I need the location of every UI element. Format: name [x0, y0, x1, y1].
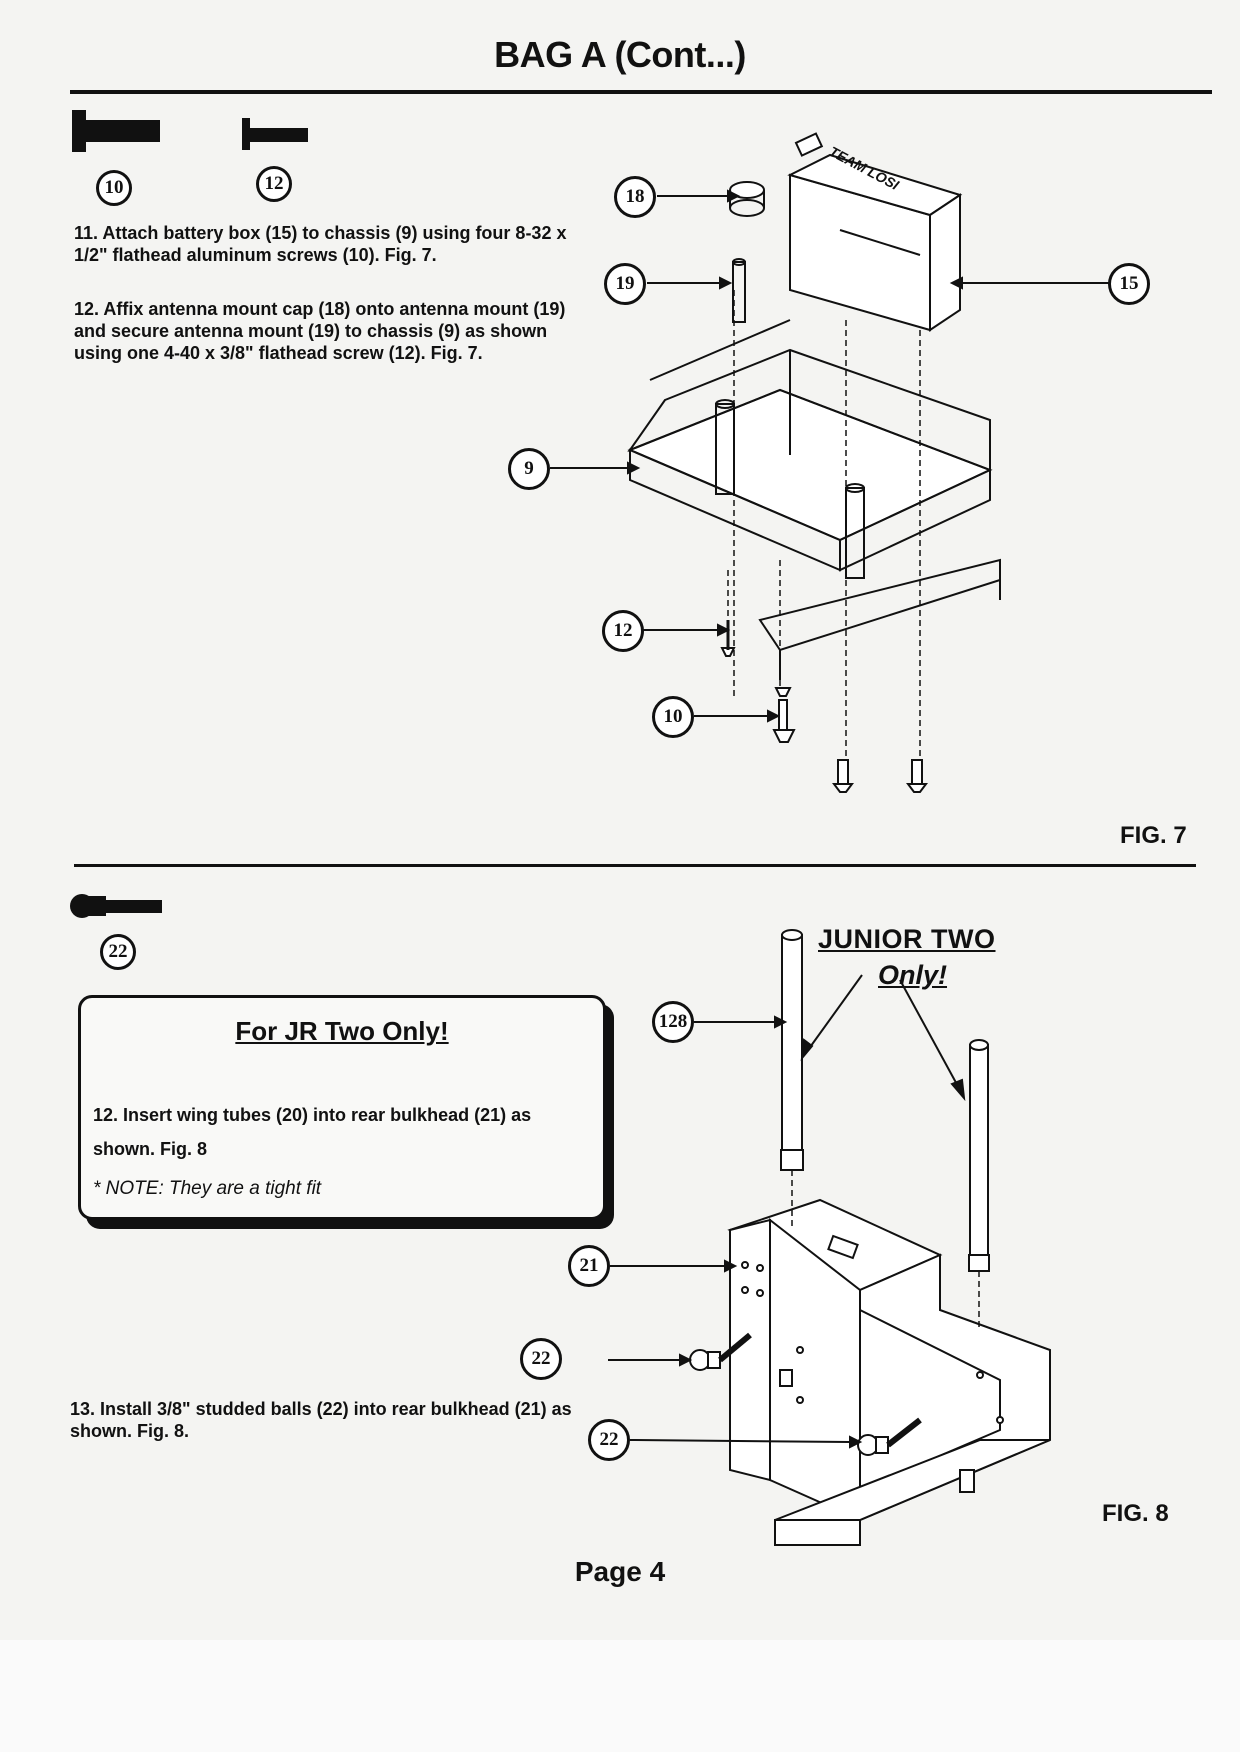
jr-two-only-box: For JR Two Only! 12. Insert wing tubes (… [78, 995, 606, 1220]
fig7-assembly-drawing [627, 132, 1001, 760]
studded-ball-22-icon [70, 894, 162, 918]
fig7-leaders [550, 189, 1110, 723]
step-13-text: 13. Install 3/8" studded balls (22) into… [70, 1399, 572, 1441]
callout-21: 21 [568, 1245, 610, 1287]
step-11-text: 11. Attach battery box (15) to chassis (… [74, 223, 567, 265]
jr-box-title: For JR Two Only! [235, 1016, 449, 1046]
page-title: BAG A (Cont...) [494, 34, 746, 75]
callout-18: 18 [614, 176, 656, 218]
part-callout-10: 10 [96, 170, 132, 206]
part-callout-12: 12 [256, 166, 292, 202]
callout-19: 19 [604, 263, 646, 305]
callout-22-lower: 22 [588, 1419, 630, 1461]
step-12-text: 12. Affix antenna mount cap (18) onto an… [74, 299, 566, 363]
fig-7-label: FIG. 7 [1120, 822, 1187, 849]
callout-15: 15 [1108, 263, 1150, 305]
flathead-screw-10-icon [72, 110, 160, 152]
fig8-assembly-drawing [727, 929, 1051, 1546]
callout-9: 9 [508, 448, 550, 490]
flathead-screw-12-icon [242, 118, 308, 150]
fig-8-label: FIG. 8 [1102, 1500, 1169, 1527]
callout-128: 128 [652, 1001, 694, 1043]
only-label: Only! [878, 960, 948, 990]
jr-note-text: * NOTE: They are a tight fit [93, 1178, 322, 1199]
part-callout-22: 22 [100, 934, 136, 970]
callout-12: 12 [602, 610, 644, 652]
junior-two-label: JUNIOR TWO [818, 924, 996, 954]
callout-10: 10 [652, 696, 694, 738]
jr-step-12-text: 12. Insert wing tubes (20) into rear bul… [93, 1105, 532, 1159]
page-number: Page 4 [574, 1556, 666, 1587]
callout-22-upper: 22 [520, 1338, 562, 1380]
section-rule [74, 864, 1196, 867]
fig7-screws [720, 620, 928, 793]
scan-margin [0, 1640, 1240, 1752]
header-rule [70, 90, 1212, 94]
fig8-leaders [608, 974, 966, 1449]
